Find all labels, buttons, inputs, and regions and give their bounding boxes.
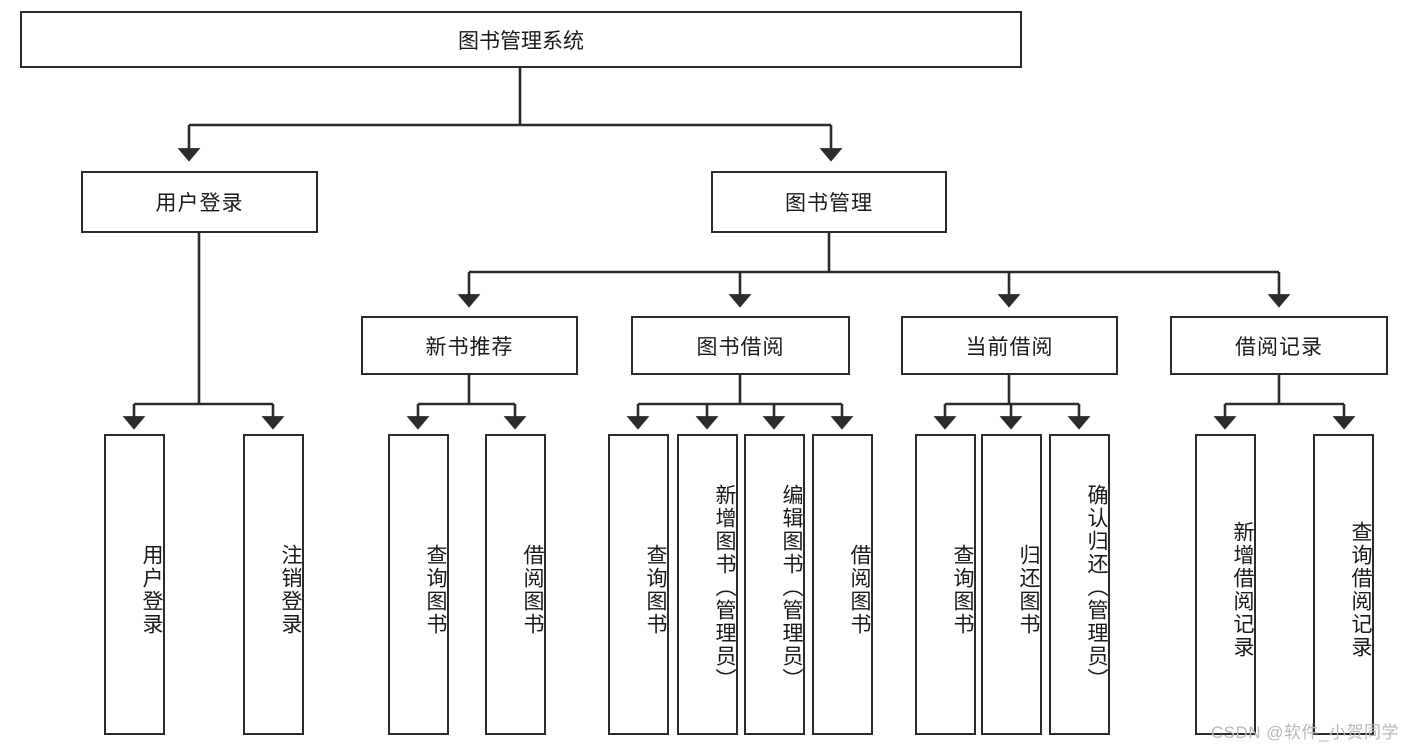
leaf-user-login-login[interactable]: 用户登录 [104,434,165,735]
node-user-login[interactable]: 用户登录 [81,171,318,233]
leaf-current-query-book[interactable]: 查询图书 [915,434,976,735]
node-borrow-record[interactable]: 借阅记录 [1170,316,1388,375]
leaf-user-login-logout[interactable]: 注销登录 [243,434,304,735]
leaf-borrow-borrow-book[interactable]: 借阅图书 [812,434,873,735]
leaf-current-return-book[interactable]: 归还图书 [981,434,1042,735]
node-book-borrow[interactable]: 图书借阅 [631,316,850,375]
node-new-book-recommend[interactable]: 新书推荐 [361,316,578,375]
node-current-borrow[interactable]: 当前借阅 [901,316,1118,375]
leaf-recommend-query-book[interactable]: 查询图书 [388,434,449,735]
watermark: CSDN @软件_小贺同学 [1210,723,1399,742]
leaf-borrow-edit-book-admin[interactable]: 编辑图书（管理员） [744,434,805,735]
leaf-borrow-add-book-admin[interactable]: 新增图书（管理员） [677,434,738,735]
leaf-current-confirm-return-admin[interactable]: 确认归还（管理员） [1049,434,1110,735]
leaf-recommend-borrow-book[interactable]: 借阅图书 [485,434,546,735]
node-root[interactable]: 图书管理系统 [20,11,1022,68]
leaf-borrow-query-book[interactable]: 查询图书 [608,434,669,735]
leaf-record-add-record[interactable]: 新增借阅记录 [1195,434,1256,735]
node-book-management[interactable]: 图书管理 [711,171,947,233]
leaf-record-query-record[interactable]: 查询借阅记录 [1313,434,1374,735]
